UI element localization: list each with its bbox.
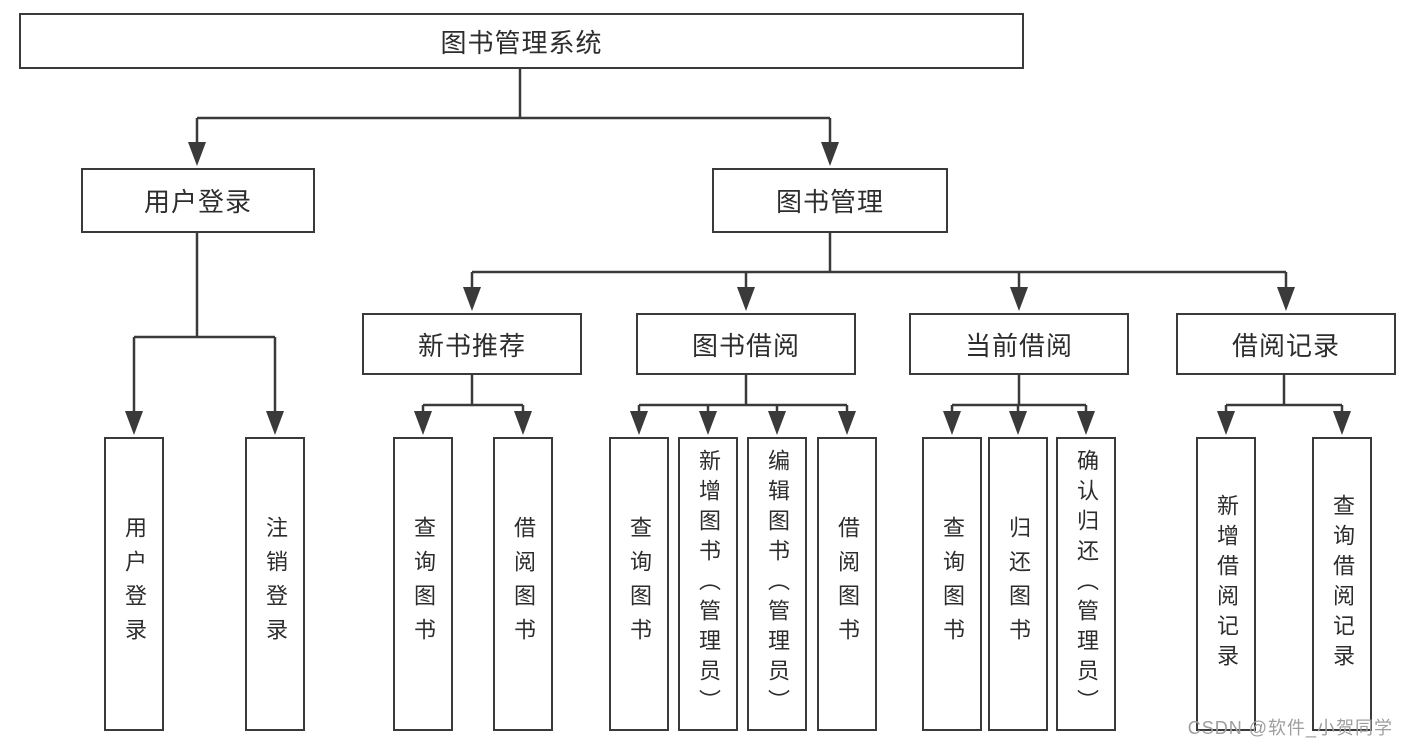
node-new-book-recommend: 新书推荐 (362, 313, 582, 375)
connector-records-children (1224, 375, 1344, 415)
leaf-nb-query-books-label: 查询图书 (411, 516, 436, 652)
leaf-bb-borrow-books: 借阅图书 (817, 437, 877, 731)
node-book-borrowing-label: 图书借阅 (691, 330, 800, 361)
connector-borrowing-children (637, 375, 849, 415)
leaf-bb-add-books-label: 新增图书（管理员） (696, 449, 721, 719)
node-current-borrowing: 当前借阅 (909, 313, 1129, 375)
connector-book-mgmt-to-level3 (470, 233, 1288, 291)
connector-new-books-children (421, 375, 525, 415)
node-current-borrowing-label: 当前借阅 (964, 330, 1073, 361)
leaf-bb-query-books: 查询图书 (609, 437, 669, 731)
node-root: 图书管理系统 (19, 13, 1024, 69)
leaf-bb-edit-books-label: 编辑图书（管理员） (765, 449, 790, 719)
node-borrow-records: 借阅记录 (1176, 313, 1396, 375)
leaf-bb-query-books-label: 查询图书 (627, 516, 652, 652)
node-book-borrowing: 图书借阅 (636, 313, 856, 375)
leaf-cb-return-books: 归还图书 (988, 437, 1048, 731)
leaf-cb-confirm-return-label: 确认归还（管理员） (1074, 449, 1099, 719)
leaf-user-login-label: 用户登录 (122, 516, 147, 652)
arrowheads (125, 142, 1351, 435)
connector-current-children (950, 375, 1088, 415)
leaf-br-query-record: 查询借阅记录 (1312, 437, 1372, 731)
leaf-cb-query-books: 查询图书 (922, 437, 982, 731)
leaf-br-add-record-label: 新增借阅记录 (1214, 494, 1239, 674)
leaf-cb-confirm-return: 确认归还（管理员） (1056, 437, 1116, 731)
leaf-logout-label: 注销登录 (263, 516, 288, 652)
connector-user-login-children (132, 233, 277, 415)
node-user-login: 用户登录 (81, 168, 315, 233)
leaf-nb-borrow-books: 借阅图书 (493, 437, 553, 731)
leaf-bb-add-books: 新增图书（管理员） (678, 437, 738, 731)
leaf-bb-edit-books: 编辑图书（管理员） (747, 437, 807, 731)
leaf-cb-return-books-label: 归还图书 (1006, 516, 1031, 652)
node-new-book-recommend-label: 新书推荐 (417, 330, 526, 361)
leaf-br-query-record-label: 查询借阅记录 (1330, 494, 1355, 674)
leaf-user-login: 用户登录 (104, 437, 164, 731)
node-user-login-label: 用户登录 (143, 187, 252, 217)
leaf-br-add-record: 新增借阅记录 (1196, 437, 1256, 731)
csdn-watermark: CSDN @软件_小贺同学 (1187, 718, 1393, 738)
node-borrow-records-label: 借阅记录 (1231, 330, 1340, 361)
connector-root-to-level2 (195, 69, 832, 146)
node-root-label: 图书管理系统 (440, 27, 603, 58)
leaf-logout: 注销登录 (245, 437, 305, 731)
node-book-management: 图书管理 (712, 168, 948, 233)
leaf-nb-query-books: 查询图书 (393, 437, 453, 731)
leaf-bb-borrow-books-label: 借阅图书 (835, 516, 860, 652)
leaf-cb-query-books-label: 查询图书 (940, 516, 965, 652)
node-book-management-label: 图书管理 (775, 187, 884, 217)
leaf-nb-borrow-books-label: 借阅图书 (511, 516, 536, 652)
